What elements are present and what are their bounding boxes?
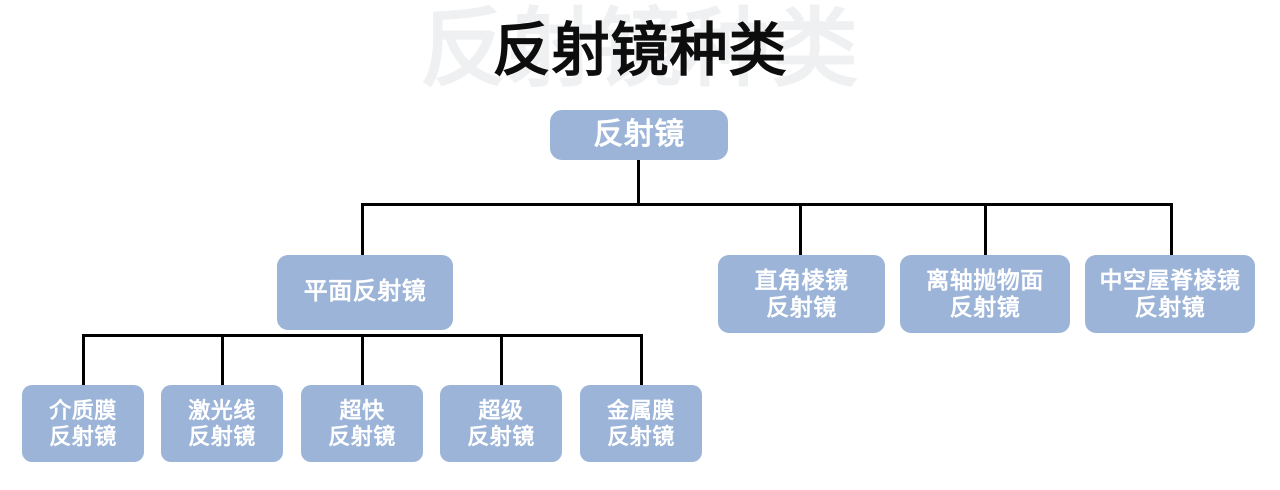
node-root-mirror[interactable]: 反射镜: [550, 110, 728, 160]
diagram-title-block: 反射镜种类 反射镜种类: [0, 0, 1280, 105]
node-supermirror[interactable]: 超级 反射镜: [440, 385, 562, 462]
node-hollow-roof-prism-mirror[interactable]: 中空屋脊棱镜 反射镜: [1085, 255, 1255, 333]
connector-drop-leaf-4: [500, 334, 503, 385]
node-laser-line-mirror[interactable]: 激光线 反射镜: [161, 385, 283, 462]
page-title: 反射镜种类: [492, 18, 788, 83]
connector-drop-level2-3: [984, 203, 987, 255]
connector-drop-leaf-3: [361, 334, 364, 385]
node-off-axis-parabolic-mirror[interactable]: 离轴抛物面 反射镜: [900, 255, 1070, 333]
connector-drop-leaf-5: [640, 334, 643, 385]
node-metallic-coating-mirror[interactable]: 金属膜 反射镜: [580, 385, 702, 462]
connector-drop-leaf-2: [221, 334, 224, 385]
node-plane-mirror[interactable]: 平面反射镜: [277, 255, 453, 330]
connector-drop-level2-1: [361, 203, 364, 255]
node-dielectric-coating-mirror[interactable]: 介质膜 反射镜: [22, 385, 144, 462]
connector-drop-level2-4: [1170, 203, 1173, 255]
node-right-angle-prism-mirror[interactable]: 直角棱镜 反射镜: [718, 255, 885, 333]
node-ultrafast-mirror[interactable]: 超快 反射镜: [301, 385, 423, 462]
page-title-watermark: 反射镜种类: [420, 1, 860, 97]
connector-level2-bus: [361, 203, 1173, 206]
connector-drop-leaf-1: [82, 334, 85, 385]
connector-root-stem: [637, 160, 640, 205]
connector-drop-level2-2: [799, 203, 802, 255]
